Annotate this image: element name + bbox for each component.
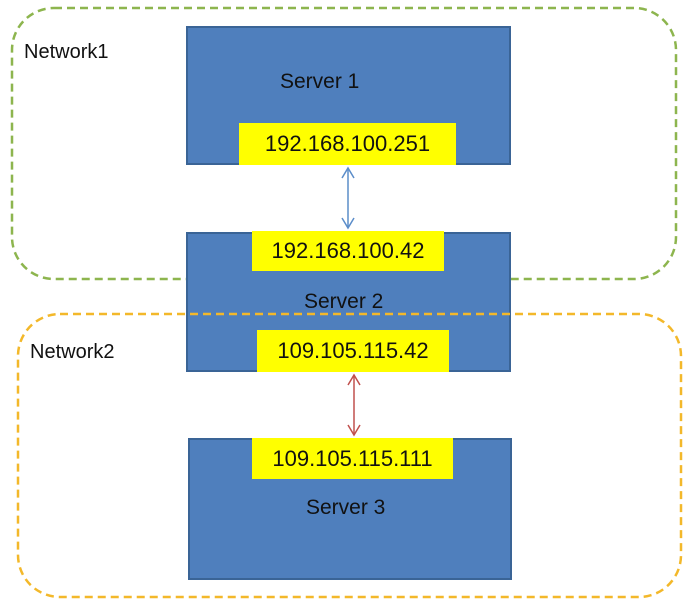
connection-1-head-top [341, 166, 355, 179]
server2-ip-label-network1: 192.168.100.42 [252, 231, 444, 271]
server3-box [188, 438, 512, 580]
server1-name: Server 1 [280, 70, 360, 93]
network2-label: Network2 [30, 341, 115, 363]
network2-zone [16, 312, 683, 599]
server3-name: Server 3 [306, 496, 386, 519]
server1-ip-label: 192.168.100.251 [239, 123, 456, 165]
connection-2-head-bottom [347, 424, 361, 437]
double-arrow-icon [341, 166, 355, 230]
server2-name: Server 2 [304, 290, 384, 313]
connection-1-head-bottom [341, 217, 355, 230]
double-arrow-icon [347, 373, 361, 437]
server3-ip-label: 109.105.115.111 [252, 438, 453, 479]
connection-2-head-top [347, 373, 361, 386]
server2-ip-label-network2: 109.105.115.42 [257, 330, 449, 372]
network1-label: Network1 [24, 41, 109, 63]
